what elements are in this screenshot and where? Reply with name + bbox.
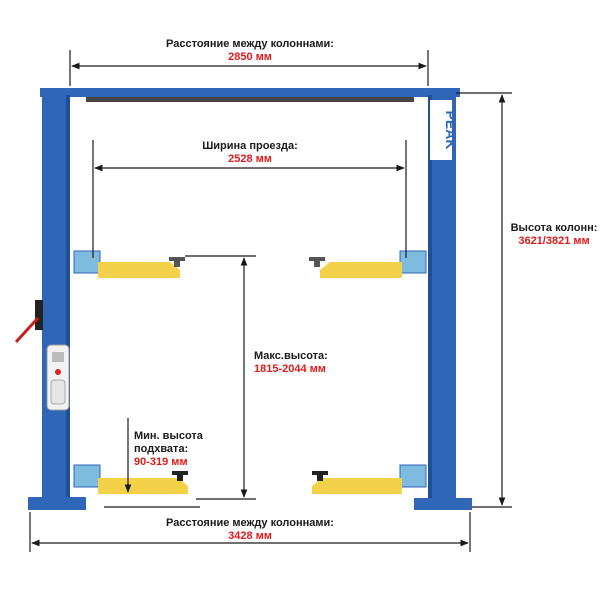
- dim-drive-width: [92, 140, 407, 258]
- dim-column-height: [456, 92, 512, 508]
- label-drive-width-value: 2528 мм: [228, 153, 272, 165]
- dim-bottom-distance: [29, 512, 471, 552]
- label-top-distance: Расстояние между колоннами: 2850 мм: [150, 38, 350, 64]
- lower-right-arm: [312, 464, 427, 494]
- label-max-height-title: Макс.высота:: [254, 350, 328, 362]
- label-min-height: Мин. высота подхвата: 90-319 мм: [134, 430, 234, 469]
- lower-left-arm: [73, 464, 188, 494]
- brand-logo: PEAK: [443, 111, 459, 150]
- label-bottom-distance-value: 3428 мм: [228, 530, 272, 542]
- label-bottom-distance-title: Расстояние между колоннами:: [166, 517, 334, 529]
- dim-max-height: [185, 255, 256, 500]
- dim-top-distance: [69, 50, 429, 86]
- top-crossbeam: [40, 88, 460, 102]
- label-drive-width: Ширина проезда: 2528 мм: [170, 140, 330, 166]
- label-column-height-value: 3621/3821 мм: [518, 235, 590, 247]
- release-lever-icon: [14, 300, 43, 344]
- label-column-height: Высота колонн: 3621/3821 мм: [508, 222, 600, 248]
- label-min-height-title-1: Мин. высота: [134, 430, 203, 442]
- right-column: [414, 95, 472, 510]
- dim-min-height: [104, 418, 200, 508]
- label-top-distance-title: Расстояние между колоннами:: [166, 38, 334, 50]
- label-drive-width-title: Ширина проезда:: [202, 140, 298, 152]
- left-column: [28, 95, 86, 510]
- label-bottom-distance: Расстояние между колоннами: 3428 мм: [150, 517, 350, 543]
- label-max-height-value: 1815-2044 мм: [254, 363, 326, 375]
- upper-left-arm: [73, 250, 185, 278]
- upper-right-arm: [309, 250, 427, 278]
- label-column-height-title: Высота колонн:: [510, 222, 598, 234]
- label-max-height: Макс.высота: 1815-2044 мм: [254, 350, 364, 376]
- label-top-distance-value: 2850 мм: [228, 51, 272, 63]
- label-min-height-title-2: подхвата:: [134, 443, 189, 455]
- label-min-height-value: 90-319 мм: [134, 456, 188, 468]
- control-box-icon: [46, 344, 70, 411]
